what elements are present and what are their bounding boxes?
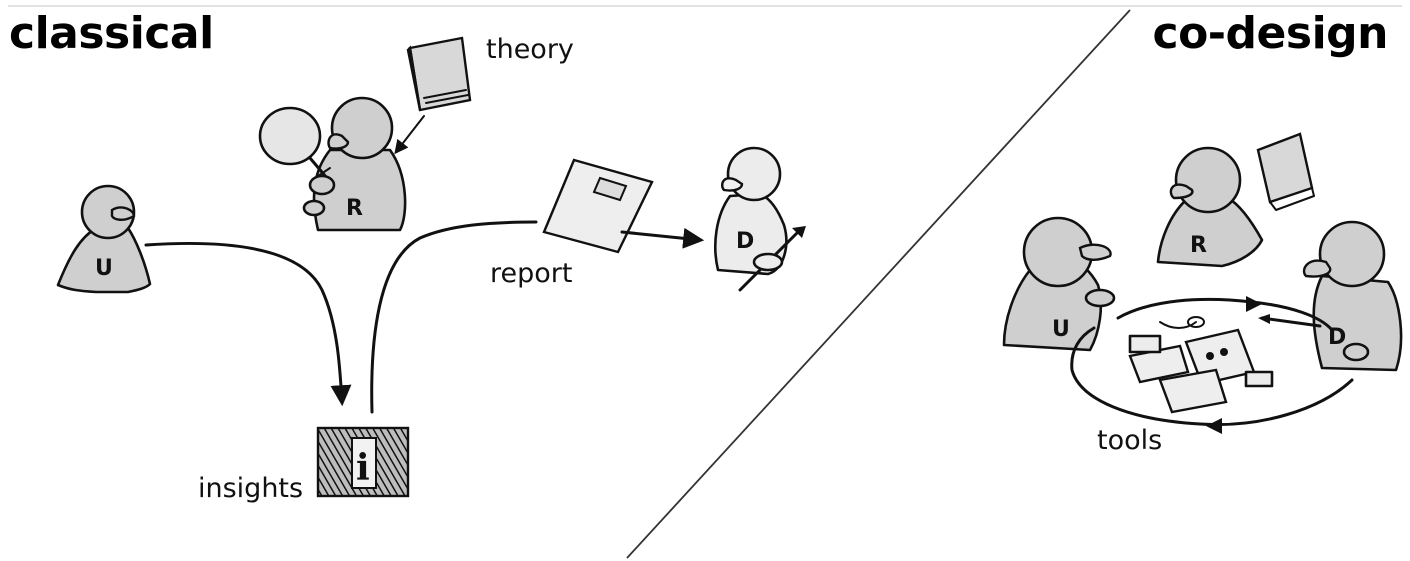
insights-to-report-curve	[372, 222, 536, 412]
co-researcher-letter: R	[1190, 233, 1207, 258]
insights-icon: i	[318, 428, 408, 496]
researcher-figure: R	[260, 98, 405, 230]
designer-letter: D	[736, 229, 754, 254]
report-paper-icon	[544, 160, 652, 252]
insight-letter: i	[356, 447, 370, 489]
theory-label: theory	[486, 36, 574, 63]
tools-label: tools	[1097, 427, 1162, 454]
user-figure: U	[58, 186, 150, 292]
theory-arrow	[396, 116, 424, 152]
theory-book-icon	[408, 38, 470, 110]
co-researcher-figure: R	[1158, 148, 1262, 266]
report-label: report	[490, 260, 572, 287]
co-designer-figure: D	[1258, 222, 1401, 370]
computer-icon	[1258, 134, 1314, 210]
co-user-letter: U	[1052, 317, 1070, 342]
magnifier-lens	[260, 108, 320, 164]
report-to-designer-arrow	[622, 232, 700, 240]
co-user-figure: U	[1004, 218, 1114, 350]
tools-pile	[1130, 317, 1272, 412]
user-to-insights-arrow	[146, 243, 342, 402]
user-letter: U	[95, 256, 113, 281]
cycle-arrow-top	[1118, 299, 1332, 330]
insights-label: insights	[198, 475, 303, 502]
designer-figure: D	[715, 148, 806, 290]
researcher-letter: R	[346, 196, 363, 221]
